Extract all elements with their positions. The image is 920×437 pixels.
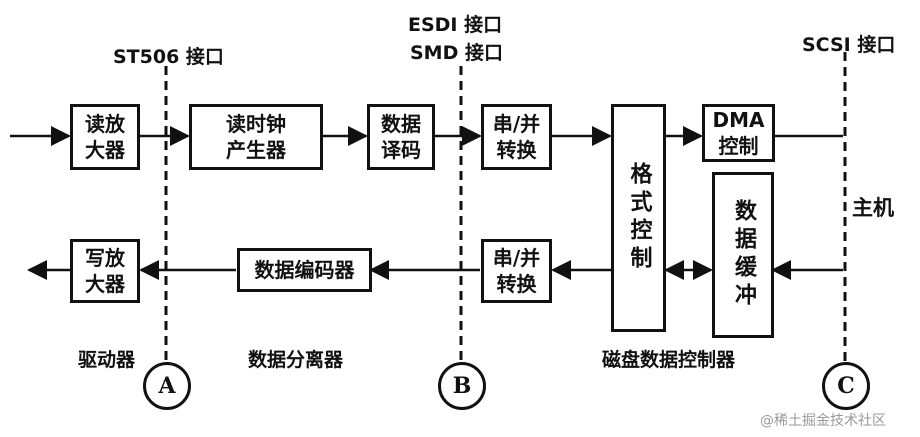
disk-controller-label: 磁盘数据控制器	[602, 349, 736, 371]
interface-marker-a: A	[143, 362, 191, 410]
format-control-box: 格式控制	[611, 104, 666, 332]
smd-interface-label: SMD 接口	[410, 42, 503, 64]
interface-marker-c: C	[822, 362, 870, 410]
data-decoder-box: 数据译码	[367, 104, 435, 170]
write-amplifier-box: 写放大器	[70, 239, 140, 303]
esdi-interface-label: ESDI 接口	[408, 14, 503, 36]
serial-parallel-converter-bottom-box: 串/并转换	[481, 239, 552, 303]
read-amplifier-box: 读放大器	[70, 104, 140, 170]
scsi-interface-label: SCSI 接口	[802, 34, 896, 56]
watermark: @稀土掘金技术社区	[760, 413, 886, 429]
data-separator-label: 数据分离器	[248, 349, 344, 371]
driver-label: 驱动器	[78, 349, 136, 371]
data-encoder-box: 数据编码器	[237, 248, 372, 292]
data-buffer-box: 数据缓冲	[712, 172, 774, 338]
st506-interface-label: ST506 接口	[113, 46, 224, 68]
interface-marker-b: B	[438, 362, 486, 410]
host-label: 主机	[852, 196, 894, 220]
serial-parallel-converter-top-box: 串/并转换	[481, 104, 552, 170]
read-clock-generator-box: 读时钟产生器	[189, 104, 323, 170]
